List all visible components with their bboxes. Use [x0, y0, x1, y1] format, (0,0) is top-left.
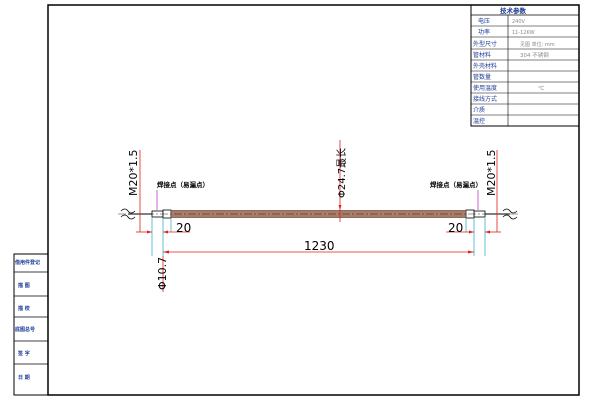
- side-label-borrow: 借用件登记: [14, 259, 40, 266]
- spec-value-dimensions: 见图 单位: mm: [520, 41, 555, 48]
- side-label-date: 日 期: [18, 374, 30, 381]
- side-label-signature: 签 字: [17, 350, 30, 357]
- thread-label-left: M20*1.5: [127, 150, 140, 196]
- heater-tube: [118, 208, 520, 220]
- end-length-right: 20: [448, 221, 463, 235]
- spec-label-power: 功率: [478, 28, 490, 36]
- weld-leaders: [156, 190, 479, 210]
- side-label-base-number: 底图总号: [14, 326, 35, 333]
- spec-label-wiring: 接线方式: [473, 95, 497, 103]
- tube-diameter-label: Φ24.7最长: [336, 148, 348, 198]
- drawing-border: [47, 4, 580, 396]
- spec-label-temp-control: 温控: [473, 117, 485, 125]
- side-label-checking: 描 校: [17, 305, 31, 312]
- spec-value-temperature: ℃: [538, 85, 544, 92]
- spec-label-tube-count: 管数量: [473, 73, 491, 81]
- spec-table-title: 技术参数: [500, 6, 527, 15]
- spec-label-shell-material: 外壳材料: [473, 62, 497, 70]
- spec-label-medium: 介质: [473, 106, 485, 114]
- thread-label-right: M20*1.5: [485, 150, 498, 196]
- end-length-left: 20: [176, 221, 191, 235]
- side-label-tracing: 描 图: [17, 282, 30, 289]
- spec-value-tube-material: 304 不锈钢: [520, 51, 549, 59]
- spec-value-voltage: 240V: [512, 19, 526, 25]
- spec-label-voltage: 电压: [478, 17, 490, 25]
- spec-value-power: 11-12KW: [512, 30, 535, 36]
- weld-point-label-left: 焊接点（易漏点）: [157, 180, 209, 189]
- spec-table: 技术参数 电压 240V 功率 11-12KW 外型尺寸 见图 单位: mm 管…: [470, 4, 580, 127]
- side-record-table: 借用件登记 描 图 描 校 底图总号 签 字 日 期: [13, 253, 49, 396]
- weld-point-label-right: 焊接点（易漏点）: [430, 180, 482, 189]
- spec-label-dimensions: 外型尺寸: [473, 40, 497, 48]
- spec-label-temperature: 使用温度: [473, 84, 497, 92]
- extension-lines: [151, 218, 486, 256]
- pin-diameter-label: Φ10.7: [156, 257, 169, 290]
- total-length-label: 1230: [304, 239, 335, 253]
- spec-label-tube-material: 管材料: [473, 51, 491, 59]
- dimension-arrows: [147, 205, 490, 254]
